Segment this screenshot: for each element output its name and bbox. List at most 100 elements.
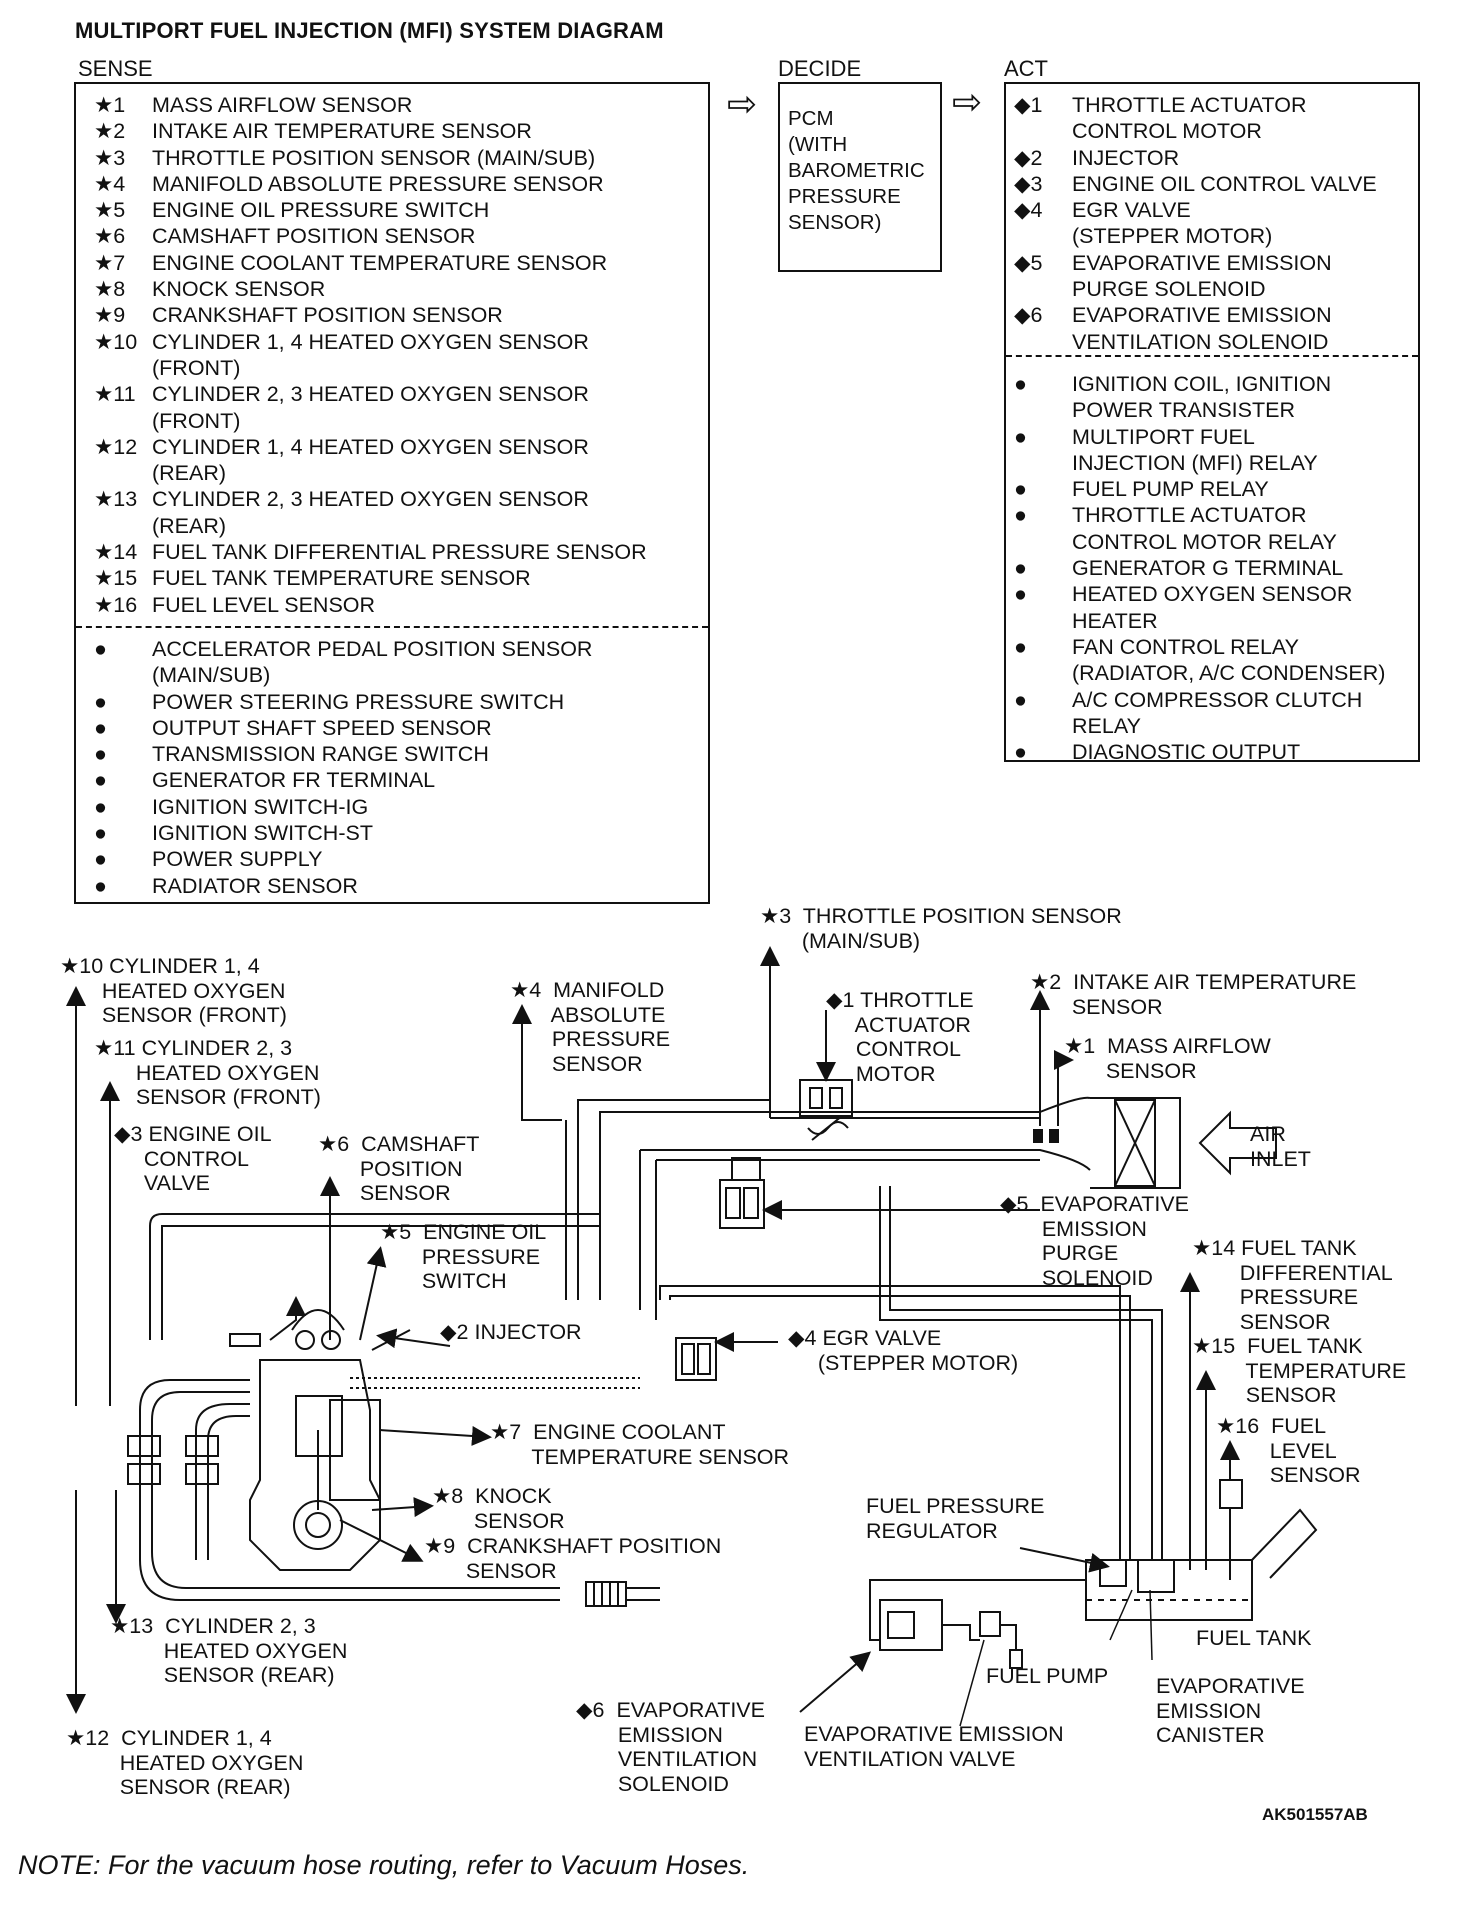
item-label: VENTILATION SOLENOID: [1072, 329, 1329, 354]
iat-sensor-body: [1049, 1129, 1059, 1143]
item-label: (REAR): [152, 513, 227, 538]
intake-duct: [565, 1096, 1091, 1320]
item-number: ★5: [94, 198, 126, 223]
bullet-icon: ●: [94, 689, 107, 714]
bullet-icon: ●: [1014, 424, 1027, 449]
list-item: (FRONT): [94, 355, 647, 381]
item-label: ACCELERATOR PEDAL POSITION SENSOR: [152, 637, 593, 661]
label-manifold-absolute-pressure-sensor: ★4 MANIFOLD ABSOLUTE PRESSURE SENSOR: [510, 978, 671, 1076]
item-label: DIAGNOSTIC OUTPUT: [1072, 740, 1301, 765]
item-label: TRANSMISSION RANGE SWITCH: [152, 742, 489, 767]
exhaust-system: [127, 1379, 660, 1607]
list-item: ●HEATED OXYGEN SENSOR: [1014, 581, 1385, 607]
label-ho2s-13: ★13 CYLINDER 2, 3 HEATED OXYGEN SENSOR (…: [110, 1614, 348, 1687]
bullet-icon: ●: [94, 794, 107, 819]
item-number: ★8: [94, 277, 126, 302]
item-label: POWER SUPPLY: [152, 847, 323, 872]
vent-solenoid-body: [869, 1579, 1086, 1669]
item-label: IGNITION SWITCH-IG: [152, 794, 369, 819]
item-label: (FRONT): [152, 355, 241, 380]
item-label: INJECTION (MFI) RELAY: [1072, 450, 1318, 475]
item-label: MULTIPORT FUEL: [1072, 424, 1255, 449]
bullet-icon: ●: [94, 715, 107, 740]
label-evap-purge-solenoid: ◆5 EVAPORATIVE EMISSION PURGE SOLENOID: [1000, 1192, 1189, 1290]
item-number: ★12: [94, 434, 138, 459]
item-label: EVAPORATIVE EMISSION: [1072, 303, 1332, 328]
item-label: THROTTLE ACTUATOR: [1072, 503, 1307, 528]
list-item: CONTROL MOTOR RELAY: [1014, 529, 1385, 555]
item-label: POWER TRANSISTER: [1072, 398, 1295, 423]
list-item: (STEPPER MOTOR): [1014, 223, 1377, 249]
list-item: ●FAN CONTROL RELAY: [1014, 634, 1385, 660]
list-item: ● POWER SUPPLY: [94, 846, 592, 872]
list-item: ● IGNITION SWITCH-IG: [94, 794, 592, 820]
item-number: ★7: [94, 250, 126, 275]
fuel-rail: [350, 1377, 640, 1389]
pcm-label-line: SENSOR): [788, 211, 882, 234]
label-evap-ventilation-valve: EVAPORATIVE EMISSION VENTILATION VALVE: [804, 1722, 1064, 1771]
sense-divider: [76, 626, 708, 628]
list-item: CONTROL MOTOR: [1014, 118, 1377, 144]
list-item: ★2 INTAKE AIR TEMPERATURE SENSOR: [94, 118, 647, 144]
list-item: ★5 ENGINE OIL PRESSURE SWITCH: [94, 197, 647, 223]
label-air-inlet: AIR INLET: [1250, 1122, 1311, 1171]
list-item: POWER TRANSISTER: [1014, 397, 1385, 423]
item-label: MANIFOLD ABSOLUTE PRESSURE SENSOR: [152, 171, 604, 196]
bullet-icon: ●: [94, 821, 107, 846]
item-label: ENGINE OIL PRESSURE SWITCH: [152, 198, 490, 223]
label-ho2s-12: ★12 CYLINDER 1, 4 HEATED OXYGEN SENSOR (…: [66, 1726, 304, 1799]
figure-code: AK501557AB: [1262, 1805, 1368, 1824]
pcm-label-line: BAROMETRIC: [788, 159, 925, 182]
item-label: INTAKE AIR TEMPERATURE SENSOR: [152, 119, 532, 144]
label-evap-ventilation-solenoid: ◆6 EVAPORATIVE EMISSION VENTILATION SOLE…: [576, 1698, 765, 1796]
label-evaporative-emission-canister: EVAPORATIVE EMISSION CANISTER: [1156, 1674, 1305, 1747]
item-label: CAMSHAFT POSITION SENSOR: [152, 224, 476, 249]
footnote: NOTE: For the vacuum hose routing, refer…: [18, 1850, 750, 1880]
item-label: POWER STEERING PRESSURE SWITCH: [152, 689, 565, 714]
list-item: VENTILATION SOLENOID: [1014, 329, 1377, 355]
item-label: KNOCK SENSOR: [152, 277, 326, 302]
item-number: ★16: [94, 592, 138, 617]
item-label: ENGINE COOLANT TEMPERATURE SENSOR: [152, 250, 608, 275]
label-ho2s-11: ★11 CYLINDER 2, 3 HEATED OXYGEN SENSOR (…: [94, 1036, 321, 1109]
bullet-icon: ●: [1014, 687, 1027, 712]
fuel-tank-body: [1085, 1479, 1318, 1621]
list-item: INJECTION (MFI) RELAY: [1014, 450, 1385, 476]
item-label: GENERATOR G TERMINAL: [1072, 556, 1344, 581]
item-label: OUTPUT SHAFT SPEED SENSOR: [152, 715, 492, 740]
label-throttle-actuator-control-motor: ◆1 THROTTLE ACTUATOR CONTROL MOTOR: [826, 988, 974, 1086]
item-number: ★2: [94, 119, 126, 144]
item-label: FUEL PUMP RELAY: [1072, 477, 1269, 502]
label-ho2s-10: ★10 CYLINDER 1, 4 HEATED OXYGEN SENSOR (…: [60, 954, 287, 1027]
label-fuel-tank-temperature-sensor: ★15 FUEL TANK TEMPERATURE SENSOR: [1192, 1334, 1407, 1407]
egr-valve-body: [675, 1337, 717, 1381]
page-title: MULTIPORT FUEL INJECTION (MFI) SYSTEM DI…: [75, 18, 664, 43]
label-knock-sensor: ★8 KNOCK SENSOR: [432, 1484, 565, 1533]
air-cleaner: [1090, 1097, 1181, 1189]
list-item: ●TRANSMISSION RANGE SWITCH: [94, 741, 592, 767]
item-number: ◆1: [1014, 93, 1043, 117]
oil-line: [149, 1213, 600, 1347]
bullet-icon: ●: [94, 847, 107, 872]
item-number: ★9: [94, 303, 126, 328]
label-engine-coolant-temperature-sensor: ★7 ENGINE COOLANT TEMPERATURE SENSOR: [490, 1420, 790, 1469]
item-label: (RADIATOR, A/C CONDENSER): [1072, 661, 1386, 686]
item-number: ★14: [94, 540, 138, 565]
item-number: ◆5: [1014, 250, 1043, 275]
item-label: ENGINE OIL CONTROL VALVE: [1072, 171, 1377, 196]
item-label: (FRONT): [152, 408, 241, 433]
bullet-icon: ●: [1014, 477, 1027, 502]
bullet-icon: ●: [94, 637, 107, 661]
item-number: ★15: [94, 566, 138, 591]
label-engine-oil-pressure-switch: ★5 ENGINE OIL PRESSURE SWITCH: [380, 1220, 547, 1293]
